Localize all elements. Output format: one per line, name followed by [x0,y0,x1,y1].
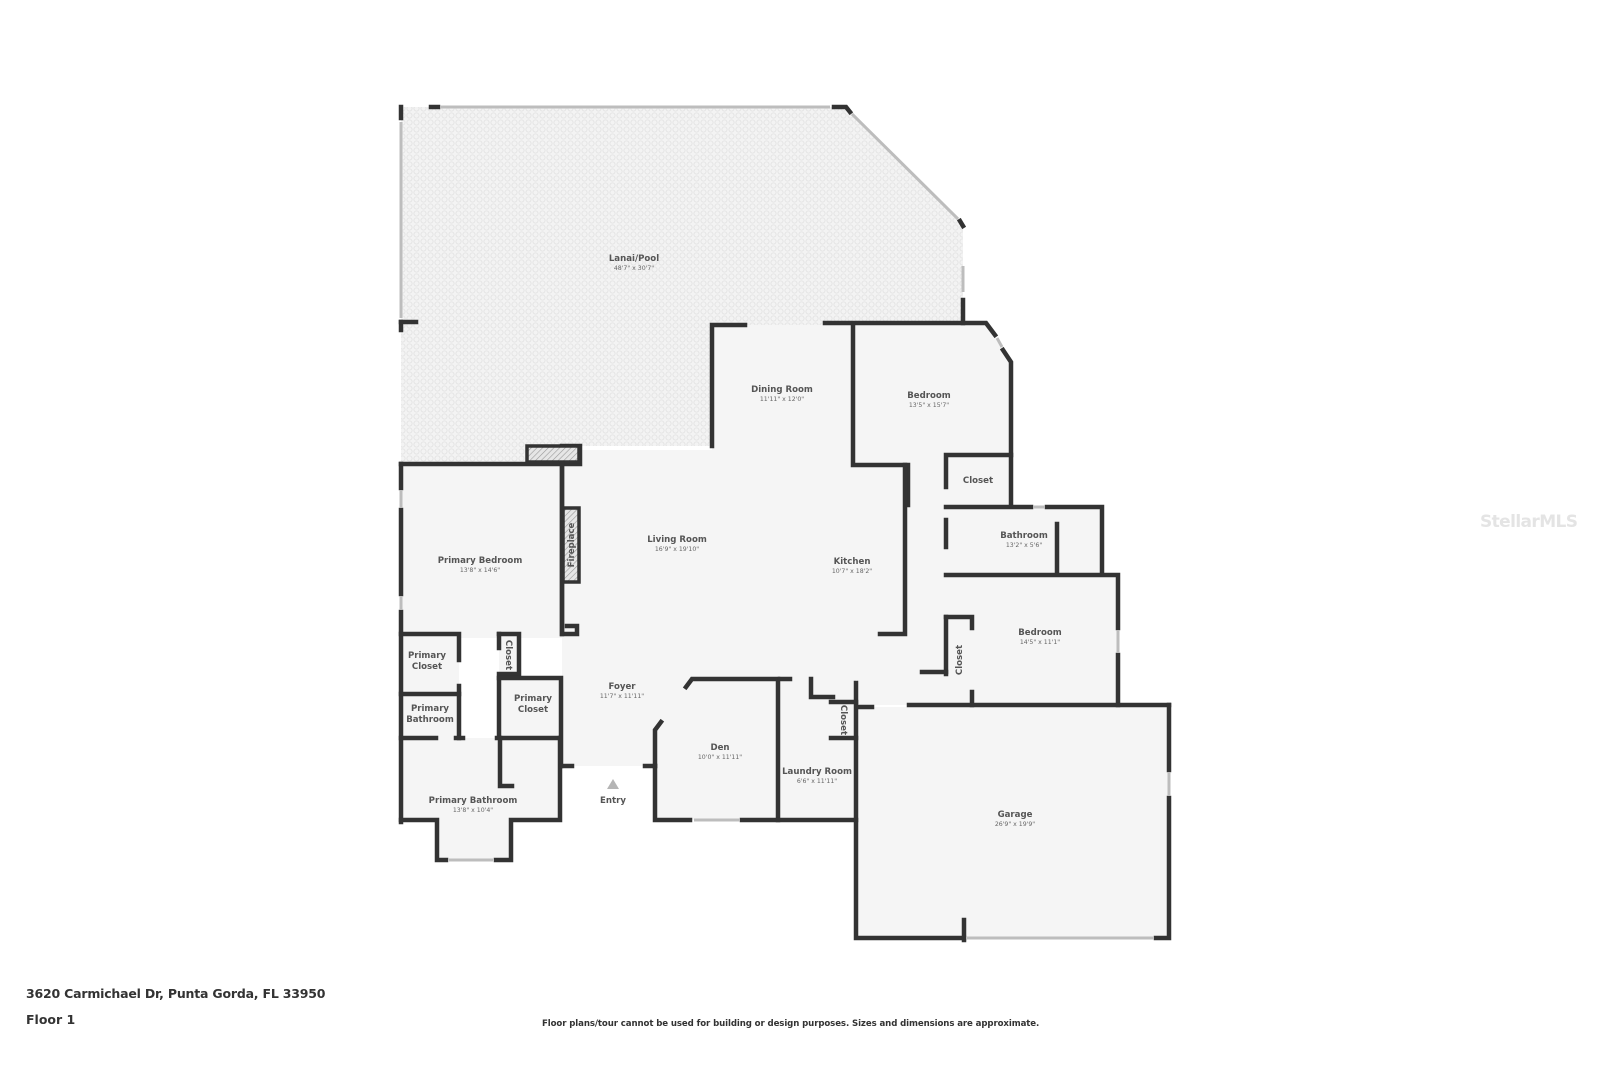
svg-text:Primary: Primary [408,651,446,661]
svg-text:Primary Bedroom: Primary Bedroom [438,556,523,566]
watermark: StellarMLS [1480,512,1578,532]
svg-text:Closet: Closet [955,645,965,675]
svg-text:Closet: Closet [838,705,848,735]
svg-text:6'6" x 11'11": 6'6" x 11'11" [797,778,837,785]
svg-text:Garage: Garage [998,810,1033,820]
svg-text:Bathroom: Bathroom [406,715,454,725]
svg-text:Primary: Primary [411,704,449,714]
room-laundry: Laundry Room 6'6" x 11'11" [782,767,852,785]
svg-text:Entry: Entry [600,796,626,806]
room-bedroom-2: Bedroom 14'5" x 11'1" [1018,628,1062,646]
svg-text:Laundry Room: Laundry Room [782,767,852,777]
svg-text:Primary: Primary [514,694,552,704]
room-closet-2: Closet [955,645,965,675]
room-bedroom-1: Bedroom 13'5" x 15'7" [907,391,951,409]
room-primary-closet-2: Primary Closet [514,694,552,715]
svg-text:14'5" x 11'1": 14'5" x 11'1" [1020,639,1060,646]
svg-text:16'9" x 19'10": 16'9" x 19'10" [655,546,699,553]
walls [398,104,1172,943]
room-closet-4: Closet [838,705,848,735]
svg-text:Lanai/Pool: Lanai/Pool [609,254,659,264]
svg-text:13'5" x 15'7": 13'5" x 15'7" [909,402,949,409]
svg-text:Living Room: Living Room [647,535,707,545]
svg-text:Closet: Closet [412,662,442,672]
property-address: 3620 Carmichael Dr, Punta Gorda, FL 3395… [26,986,326,1001]
svg-text:26'9" x 19'9": 26'9" x 19'9" [995,821,1035,828]
room-lanai: Lanai/Pool 48'7" x 30'7" [609,254,659,272]
svg-text:Kitchen: Kitchen [834,557,871,567]
room-garage: Garage 26'9" x 19'9" [995,810,1035,828]
svg-text:Dining Room: Dining Room [751,385,813,395]
windows [399,105,1171,940]
room-dining: Dining Room 11'11" x 12'0" [751,385,813,403]
room-primary-closet-1: Primary Closet [408,651,446,672]
svg-text:Bedroom: Bedroom [1018,628,1062,638]
room-den: Den 10'0" x 11'11" [698,743,742,761]
svg-text:Bathroom: Bathroom [1000,531,1048,541]
svg-text:Closet: Closet [518,705,548,715]
room-closet-3: Closet [503,640,513,670]
svg-text:Primary Bathroom: Primary Bathroom [429,796,518,806]
room-living: Living Room 16'9" x 19'10" [647,535,707,553]
floor-label: Floor 1 [26,1012,76,1027]
svg-text:48'7" x 30'7": 48'7" x 30'7" [614,265,654,272]
svg-text:10'7" x 18'2": 10'7" x 18'2" [832,568,872,575]
svg-text:Den: Den [710,743,729,753]
svg-text:10'0" x 11'11": 10'0" x 11'11" [698,754,742,761]
svg-text:13'2" x 5'6": 13'2" x 5'6" [1006,542,1043,549]
svg-text:Closet: Closet [503,640,513,670]
svg-text:Foyer: Foyer [608,682,636,692]
room-bathroom: Bathroom 13'2" x 5'6" [1000,531,1048,549]
entry-arrow-icon [607,779,619,789]
svg-text:11'11" x 12'0": 11'11" x 12'0" [760,396,804,403]
room-primary-bedroom: Primary Bedroom 13'8" x 14'6" [438,556,523,574]
entry-marker: Entry [600,779,626,806]
svg-text:Fireplace: Fireplace [567,522,577,567]
room-primary-bathroom: Primary Bathroom 13'8" x 10'4" [429,796,518,814]
room-primary-bathroom-small: Primary Bathroom [406,704,454,725]
svg-text:Bedroom: Bedroom [907,391,951,401]
disclaimer-text: Floor plans/tour cannot be used for buil… [542,1019,1040,1029]
svg-text:Closet: Closet [963,476,993,486]
room-kitchen: Kitchen 10'7" x 18'2" [832,557,872,575]
room-fireplace: Fireplace [567,522,577,567]
svg-text:13'8" x 10'4": 13'8" x 10'4" [453,807,493,814]
svg-text:13'8" x 14'6": 13'8" x 14'6" [460,567,500,574]
lanai-floor [401,107,963,464]
room-foyer: Foyer 11'7" x 11'11" [600,682,644,700]
svg-text:11'7" x 11'11": 11'7" x 11'11" [600,693,644,700]
room-closet-1: Closet [963,476,993,486]
room-labels: Lanai/Pool 48'7" x 30'7" Dining Room 11'… [406,254,1062,828]
